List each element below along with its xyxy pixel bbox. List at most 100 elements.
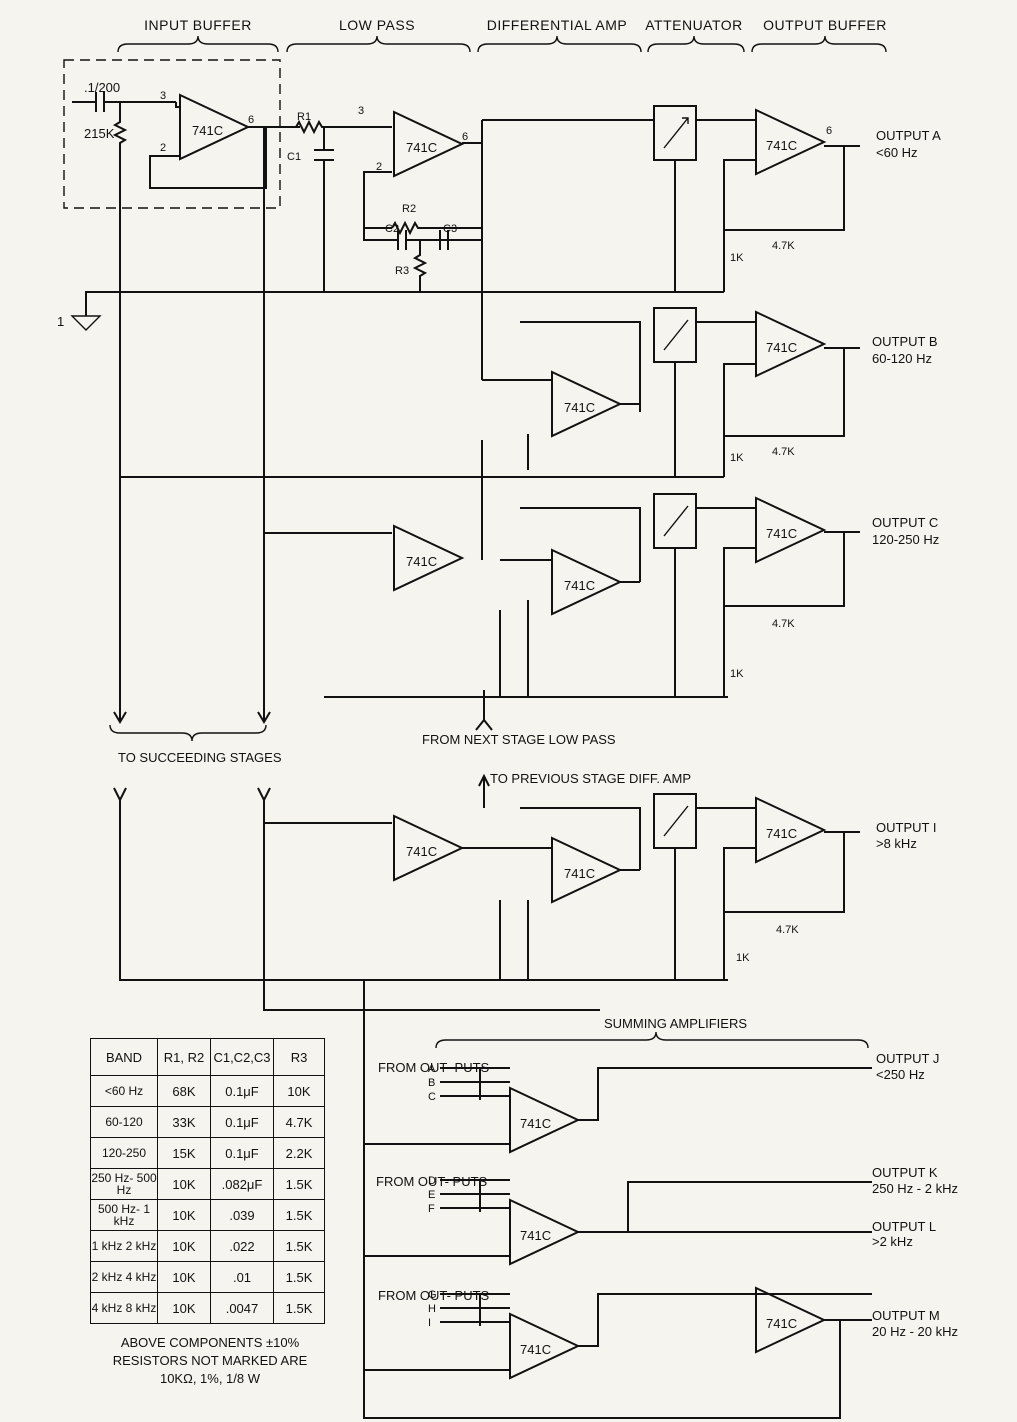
svg-text:H: H — [428, 1303, 436, 1315]
svg-text:1K: 1K — [730, 668, 744, 680]
svg-text:1K: 1K — [730, 452, 744, 464]
svg-text:741C: 741C — [520, 1342, 551, 1357]
brace-attenuator — [647, 35, 745, 53]
opamp-sum-k: 741C — [509, 1198, 581, 1266]
sum-output-k: OUTPUT K — [872, 1165, 938, 1180]
input-buffer: .1/200 215K — [63, 59, 300, 300]
svg-text:C2: C2 — [385, 223, 399, 235]
col-r3: R3 — [273, 1038, 325, 1076]
svg-text:741C: 741C — [520, 1228, 551, 1243]
sum-output-m: OUTPUT M — [872, 1308, 940, 1323]
ground-label: 1 — [57, 314, 64, 329]
opamp-sum-m: 741C — [755, 1286, 827, 1354]
svg-text:741C: 741C — [766, 138, 797, 153]
from-next-stage: FROM NEXT STAGE LOW PASS — [422, 732, 616, 747]
svg-text:741C: 741C — [766, 826, 797, 841]
output-i-name: OUTPUT I — [876, 820, 936, 835]
brace-succeeding — [109, 724, 267, 742]
svg-text:741C: 741C — [766, 526, 797, 541]
svg-text:4.7K: 4.7K — [776, 924, 799, 936]
output-a-range: <60 Hz — [876, 145, 918, 160]
opamp-lowpass-c: 741C — [393, 524, 465, 592]
opamp-output-b: 741C — [755, 310, 827, 378]
differential-wiring: FROM NEXT STAGE LOW PASS TO PREVIOUS STA… — [264, 321, 691, 980]
output-i-range: >8 kHz — [876, 836, 917, 851]
input-cap-label: .1/200 — [84, 80, 120, 95]
opamp-sum-j: 741C — [509, 1086, 581, 1154]
col-band: BAND — [90, 1038, 158, 1076]
brace-input-buffer — [117, 35, 279, 53]
svg-text:741C: 741C — [564, 866, 595, 881]
sum-output-m-range: 20 Hz - 20 kHz — [872, 1324, 958, 1339]
sum-group-1-label: FROM OUT- PUTS — [378, 1060, 490, 1075]
section-input-buffer: INPUT BUFFER — [144, 17, 252, 33]
col-caps: C1,C2,C3 — [210, 1038, 274, 1076]
output-c-range: 120-250 Hz — [872, 532, 939, 547]
opamp-diff-b: 741C — [551, 370, 623, 438]
output-b-name: OUTPUT B — [872, 334, 938, 349]
svg-text:R3: R3 — [395, 265, 409, 277]
section-low-pass: LOW PASS — [339, 17, 415, 33]
svg-text:741C: 741C — [192, 123, 223, 138]
sum-group-2-label: FROM OUT- PUTS — [376, 1174, 488, 1189]
sum-output-j: OUTPUT J — [876, 1051, 939, 1066]
section-headers: INPUT BUFFER LOW PASS DIFFERENTIAL AMP A… — [117, 17, 887, 53]
output-labels: OUTPUT A <60 Hz OUTPUT B 60-120 Hz OUTPU… — [872, 128, 941, 851]
opamp-output-a: 741C 6 — [755, 108, 832, 176]
summing-amplifiers: SUMMING AMPLIFIERS OUTPUT J <250 Hz OUTP… — [363, 980, 958, 1419]
svg-text:2: 2 — [160, 142, 166, 154]
svg-text:I: I — [428, 1317, 431, 1329]
svg-text:D: D — [428, 1175, 436, 1187]
table-note-line: ABOVE COMPONENTS ±10% — [120, 1335, 300, 1350]
input-res-label: 215K — [84, 126, 115, 141]
sum-output-l-range: >2 kHz — [872, 1234, 913, 1249]
svg-text:C: C — [428, 1091, 436, 1103]
opamp-output-i: 741C — [755, 796, 827, 864]
section-output-buffer: OUTPUT BUFFER — [763, 17, 887, 33]
summing-title: SUMMING AMPLIFIERS — [604, 1016, 747, 1031]
svg-text:1K: 1K — [730, 252, 744, 264]
rails: TO SUCCEEDING STAGES — [109, 127, 728, 1011]
opamp-output-c: 741C — [755, 496, 827, 564]
svg-text:F: F — [428, 1203, 435, 1215]
svg-text:R2: R2 — [402, 203, 416, 215]
output-c-name: OUTPUT C — [872, 515, 938, 530]
lowpass-stage-a: R1 C1 R2 C2 C3 R3 — [280, 111, 483, 380]
table-notes: ABOVE COMPONENTS ±10% RESISTORS NOT MARK… — [90, 1334, 330, 1388]
svg-text:4.7K: 4.7K — [772, 618, 795, 630]
svg-text:6: 6 — [462, 131, 468, 143]
svg-text:741C: 741C — [406, 844, 437, 859]
svg-text:C3: C3 — [443, 223, 457, 235]
svg-text:741C: 741C — [564, 578, 595, 593]
opamp-lowpass-a: 741C 3 2 6 — [358, 105, 468, 178]
svg-text:6: 6 — [248, 114, 254, 126]
svg-text:741C: 741C — [520, 1116, 551, 1131]
component-table-header: BAND R1, R2 C1,C2,C3 R3 — [90, 1038, 325, 1076]
table-note-line: 10KΩ, 1%, 1/8 W — [159, 1371, 261, 1386]
svg-text:4.7K: 4.7K — [772, 446, 795, 458]
svg-text:E: E — [428, 1189, 435, 1201]
section-differential-amp: DIFFERENTIAL AMP — [487, 17, 628, 33]
output-a-name: OUTPUT A — [876, 128, 941, 143]
sum-output-j-range: <250 Hz — [876, 1067, 925, 1082]
svg-text:3: 3 — [160, 90, 166, 102]
svg-text:R1: R1 — [297, 111, 311, 123]
opamp-sum-l: 741C — [509, 1312, 581, 1380]
section-attenuator: ATTENUATOR — [645, 17, 743, 33]
svg-text:4.7K: 4.7K — [772, 240, 795, 252]
attenuators — [482, 105, 756, 980]
svg-text:3: 3 — [358, 105, 364, 117]
opamp-input-buffer: 741C 3 2 6 — [160, 90, 254, 161]
svg-text:A: A — [428, 1063, 436, 1075]
opamp-lowpass-i: 741C — [393, 814, 465, 882]
